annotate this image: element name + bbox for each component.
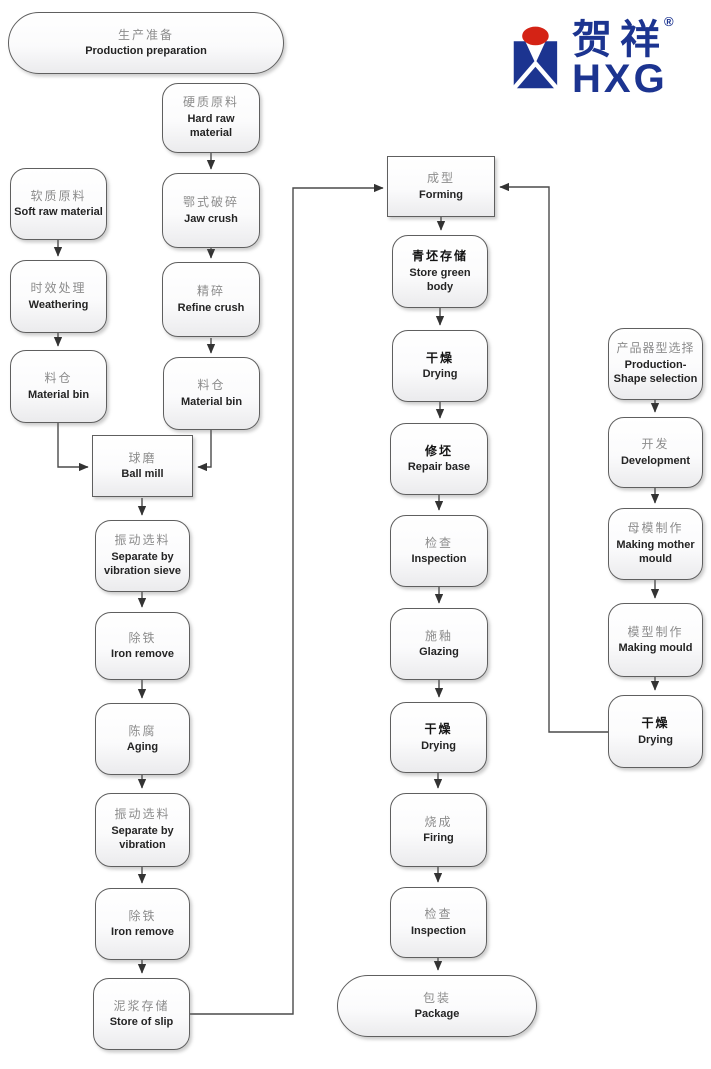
hxg-logo-mark-icon: [508, 26, 563, 95]
node-material-bin-hard: 料仓 Material bin: [163, 357, 260, 430]
node-zh-label: 干燥: [425, 350, 454, 365]
node-aging: 陈腐 Aging: [95, 703, 190, 775]
node-en-label: Jaw crush: [184, 212, 238, 225]
node-en-label: Store green body: [409, 266, 471, 293]
node-en-label: Production preparation: [85, 45, 207, 58]
node-en-label: Iron remove: [111, 648, 174, 661]
node-en-label: Drying: [638, 733, 673, 746]
node-en-label: Making mother mould: [616, 539, 695, 566]
node-zh-label: 烧成: [424, 814, 453, 829]
node-en-label: Package: [414, 1008, 460, 1021]
node-zh-label: 成型: [426, 171, 455, 186]
node-zh-label: 除铁: [128, 908, 157, 923]
node-en-label: Inspection: [411, 553, 467, 566]
node-zh-label: 精碎: [196, 284, 225, 299]
node-production-shape-selection: 产品器型选择 Production-Shape selection: [608, 328, 703, 400]
node-zh-label: 母模制作: [627, 521, 684, 536]
logo-brand-en: HXG: [572, 57, 668, 101]
node-en-label: Material bin: [27, 388, 90, 401]
node-hard-raw-material: 硬质原料 Hard raw material: [162, 83, 260, 153]
node-en-label: Ball mill: [121, 468, 164, 481]
node-zh-label: 料仓: [44, 371, 73, 386]
node-zh-label: 施釉: [424, 628, 453, 643]
node-en-label: Store of slip: [109, 1016, 174, 1029]
node-making-mother-mould: 母模制作 Making mother mould: [608, 508, 703, 580]
node-zh-label: 检查: [424, 907, 453, 922]
node-en-label: Development: [620, 454, 691, 467]
node-firing: 烧成 Firing: [390, 793, 487, 867]
node-zh-label: 开发: [641, 437, 670, 452]
node-zh-label: 青坯存储: [411, 248, 468, 263]
node-zh-label: 陈腐: [128, 723, 157, 738]
node-en-label: Firing: [423, 832, 454, 845]
node-material-bin-soft: 料仓 Material bin: [10, 350, 107, 423]
node-zh-label: 球磨: [128, 450, 157, 465]
node-store-of-slip: 泥浆存储 Store of slip: [93, 978, 190, 1050]
node-inspection-1: 检查 Inspection: [390, 515, 488, 587]
node-zh-label: 模型制作: [627, 624, 684, 639]
node-en-label: Soft raw material: [14, 206, 103, 219]
node-en-label: Forming: [419, 188, 463, 201]
node-zh-label: 泥浆存储: [113, 998, 170, 1013]
node-en-label: Making mould: [618, 642, 693, 655]
node-forming: 成型 Forming: [387, 156, 495, 217]
node-iron-remove-1: 除铁 Iron remove: [95, 612, 190, 680]
logo: 贺祥® HXG: [504, 14, 704, 110]
node-en-label: Aging: [126, 741, 159, 754]
node-development: 开发 Development: [608, 417, 703, 488]
node-store-green-body: 青坯存储 Store green body: [392, 235, 488, 308]
node-zh-label: 干燥: [424, 722, 453, 737]
node-separate-by-vibration-sieve: 振动选料 Separate by vibration sieve: [95, 520, 190, 592]
node-zh-label: 硬质原料: [182, 95, 239, 110]
node-en-label: Production-Shape selection: [613, 359, 698, 386]
node-ball-mill: 球磨 Ball mill: [92, 435, 193, 497]
node-zh-label: 生产准备: [117, 27, 174, 42]
node-zh-label: 鄂式破碎: [182, 195, 239, 210]
node-jaw-crush: 鄂式破碎 Jaw crush: [162, 173, 260, 248]
node-zh-label: 软质原料: [30, 188, 87, 203]
node-en-label: Refine crush: [177, 301, 245, 314]
node-making-mould: 模型制作 Making mould: [608, 603, 703, 677]
node-en-label: Separate by vibration: [111, 825, 174, 852]
node-en-label: Separate by vibration sieve: [103, 551, 182, 578]
node-separate-by-vibration: 振动选料 Separate by vibration: [95, 793, 190, 867]
node-zh-label: 检查: [424, 535, 453, 550]
node-iron-remove-2: 除铁 Iron remove: [95, 888, 190, 960]
node-en-label: Weathering: [28, 298, 89, 311]
node-production-preparation: 生产准备 Production preparation: [8, 12, 284, 74]
logo-text: 贺祥® HXG: [572, 14, 678, 101]
node-refine-crush: 精碎 Refine crush: [162, 262, 260, 337]
node-drying-3: 干燥 Drying: [608, 695, 703, 768]
node-en-label: Material bin: [180, 395, 243, 408]
node-en-label: Drying: [422, 368, 458, 381]
node-zh-label: 干燥: [641, 716, 670, 731]
node-zh-label: 修坯: [424, 443, 453, 458]
node-zh-label: 料仓: [197, 378, 226, 393]
node-package: 包装 Package: [337, 975, 537, 1037]
node-zh-label: 包装: [422, 990, 451, 1005]
node-en-label: Iron remove: [111, 926, 174, 939]
node-zh-label: 产品器型选择: [616, 341, 695, 356]
node-zh-label: 振动选料: [114, 807, 171, 822]
node-drying-1: 干燥 Drying: [392, 330, 488, 402]
logo-brand-cn: 贺祥: [572, 16, 668, 63]
node-drying-2: 干燥 Drying: [390, 702, 487, 773]
node-zh-label: 时效处理: [30, 281, 87, 296]
node-inspection-2: 检查 Inspection: [390, 887, 487, 958]
node-glazing: 施釉 Glazing: [390, 608, 488, 680]
registered-trademark-icon: ®: [664, 14, 674, 29]
node-zh-label: 振动选料: [114, 533, 171, 548]
node-en-label: Drying: [421, 739, 456, 752]
node-en-label: Repair base: [407, 461, 471, 474]
node-soft-raw-material: 软质原料 Soft raw material: [10, 168, 107, 240]
node-en-label: Hard raw material: [187, 113, 235, 140]
node-en-label: Glazing: [419, 646, 459, 659]
node-weathering: 时效处理 Weathering: [10, 260, 107, 333]
node-en-label: Inspection: [410, 924, 466, 937]
node-zh-label: 除铁: [128, 630, 157, 645]
node-repair-base: 修坯 Repair base: [390, 423, 488, 495]
